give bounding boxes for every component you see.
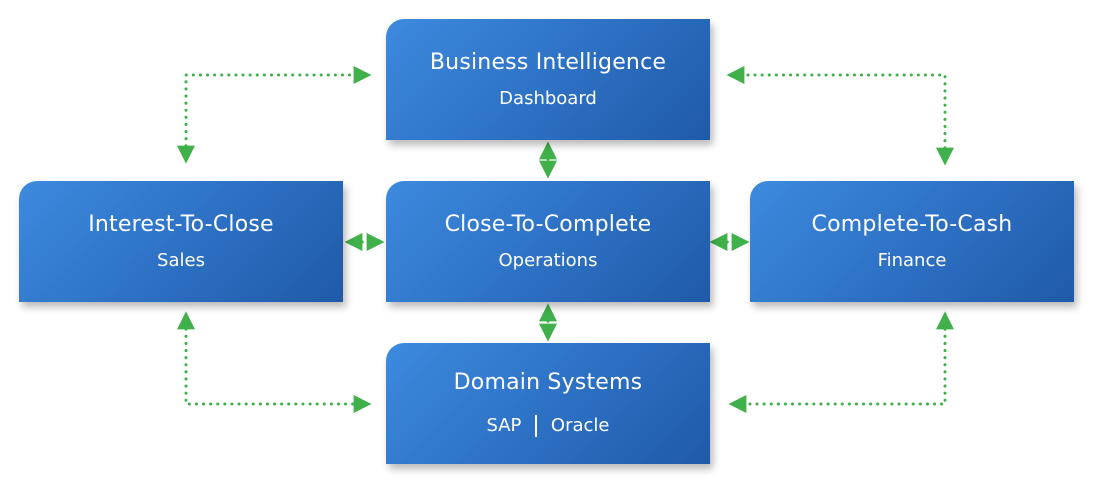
node-subtitle-row: SAP Oracle	[486, 414, 610, 437]
node-title: Close-To-Complete	[444, 211, 652, 237]
connector-finance-bi	[726, 66, 954, 166]
node-subtitle: Finance	[877, 249, 947, 271]
node-business-intelligence: Business Intelligence Dashboard	[386, 19, 710, 140]
node-close-to-complete: Close-To-Complete Operations	[386, 181, 710, 302]
node-subtitle: Operations	[498, 249, 598, 271]
connector-sales-bi	[177, 66, 372, 164]
node-complete-to-cash: Complete-To-Cash Finance	[750, 181, 1074, 302]
connector-finance-domain	[728, 311, 954, 413]
node-subtitle-sap: SAP	[486, 415, 522, 437]
node-domain-systems: Domain Systems SAP Oracle	[386, 343, 710, 464]
node-title: Domain Systems	[453, 370, 643, 396]
node-interest-to-close: Interest-To-Close Sales	[19, 181, 343, 302]
node-title: Business Intelligence	[429, 49, 667, 75]
node-title: Interest-To-Close	[88, 211, 274, 237]
connector-sales-domain	[177, 311, 372, 413]
node-subtitle: Sales	[157, 249, 205, 271]
node-subtitle: Dashboard	[499, 87, 597, 109]
divider	[535, 414, 537, 437]
node-title: Complete-To-Cash	[811, 211, 1013, 237]
node-subtitle-oracle: Oracle	[550, 415, 610, 437]
